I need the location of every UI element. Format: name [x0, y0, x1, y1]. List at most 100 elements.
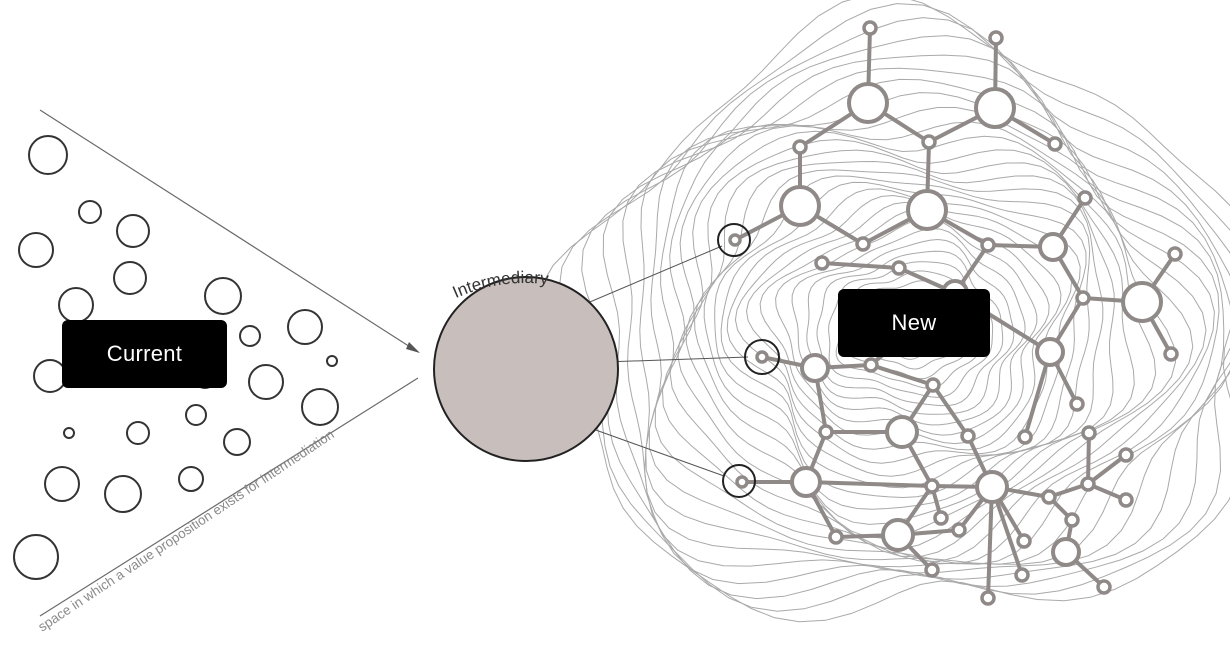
intermediary-circle [433, 276, 619, 462]
network-node [1096, 579, 1112, 595]
contour-ring [685, 149, 1135, 539]
contour-ring [669, 130, 1177, 558]
network-node [891, 260, 907, 276]
network-node [1163, 346, 1179, 362]
contour-ring [648, 92, 1215, 565]
contour-ring [775, 218, 1038, 436]
funnel-lower-line [39, 377, 419, 617]
network-node [728, 233, 742, 247]
network-node [792, 139, 808, 155]
network-edge [869, 363, 935, 387]
contour-ring [745, 201, 1062, 451]
network-edge [1086, 453, 1128, 486]
network-node [975, 470, 1009, 504]
network-node [1014, 567, 1030, 583]
network-node [1041, 489, 1057, 505]
network-edge [986, 485, 994, 600]
bubble [18, 232, 54, 268]
contour-ring [816, 250, 1004, 407]
bubble [178, 466, 204, 492]
bubble [326, 355, 338, 367]
entry-rings [717, 223, 780, 498]
network-node [755, 350, 769, 364]
bubble [44, 466, 80, 502]
network-node [1081, 425, 1097, 441]
network-node [980, 237, 996, 253]
bubble [113, 261, 147, 295]
bubble [116, 214, 150, 248]
contour-ring [654, 107, 1207, 565]
network-node [951, 522, 967, 538]
entry-ring-middle [744, 339, 780, 375]
network-node [1077, 190, 1093, 206]
network-node [1017, 429, 1033, 445]
funnel-upper-line [39, 109, 419, 353]
network-node [924, 478, 940, 494]
network-node [790, 466, 822, 498]
network-node [885, 415, 919, 449]
network-node [818, 424, 834, 440]
network-node [800, 353, 830, 383]
bubble [248, 364, 284, 400]
network-node [1167, 246, 1183, 262]
network-node [1051, 537, 1081, 567]
bubble [223, 428, 251, 456]
network-node [921, 134, 937, 150]
network-node [828, 529, 844, 545]
network-node [1038, 232, 1068, 262]
network-node [863, 357, 879, 373]
funnel-arrowhead [406, 342, 420, 353]
contour-ring [791, 227, 1026, 426]
network-edge [804, 480, 934, 488]
contour-ring [703, 169, 1104, 510]
network-node [881, 518, 915, 552]
network-node [862, 20, 878, 36]
network-nodes [728, 20, 1183, 606]
network-node [924, 562, 940, 578]
network-node [1118, 492, 1134, 508]
contour-ring [806, 238, 1015, 415]
bubble [78, 200, 102, 224]
network-node [960, 428, 976, 444]
bubble [204, 277, 242, 315]
network-node [847, 82, 889, 124]
network-node [1035, 337, 1065, 367]
network-node [1064, 512, 1080, 528]
contour-ring [828, 261, 994, 398]
entry-ring-upper [717, 223, 751, 257]
axis-caption: space in which a value proposition exist… [35, 427, 336, 635]
network-node [1069, 396, 1085, 412]
network-node [1118, 447, 1134, 463]
network-node [855, 236, 871, 252]
bubble [28, 135, 68, 175]
entry-ring-lower [722, 464, 756, 498]
network-node [925, 377, 941, 393]
bubble [301, 388, 339, 426]
bubble [104, 475, 142, 513]
network-edge [820, 261, 901, 270]
network-node [1121, 281, 1163, 323]
bubble [287, 309, 323, 345]
contour-ring [693, 160, 1115, 525]
network-edge [1086, 431, 1091, 486]
bubble [58, 287, 94, 323]
network-node [735, 475, 749, 489]
contour-ring [645, 78, 1220, 565]
contour-rings [536, 0, 1230, 623]
network-node [779, 185, 821, 227]
network-edge [931, 383, 970, 438]
network-node [988, 30, 1004, 46]
bubble [185, 404, 207, 426]
bubble [63, 427, 75, 439]
bubble [13, 534, 59, 580]
contour-ring [734, 194, 1073, 464]
network-node [933, 510, 949, 526]
network-node [980, 590, 996, 606]
network-node [814, 255, 830, 271]
bubble [126, 421, 150, 445]
network-node [1075, 290, 1091, 306]
network-node [1016, 533, 1032, 549]
bubble [239, 325, 261, 347]
current-label: Current [62, 320, 227, 388]
